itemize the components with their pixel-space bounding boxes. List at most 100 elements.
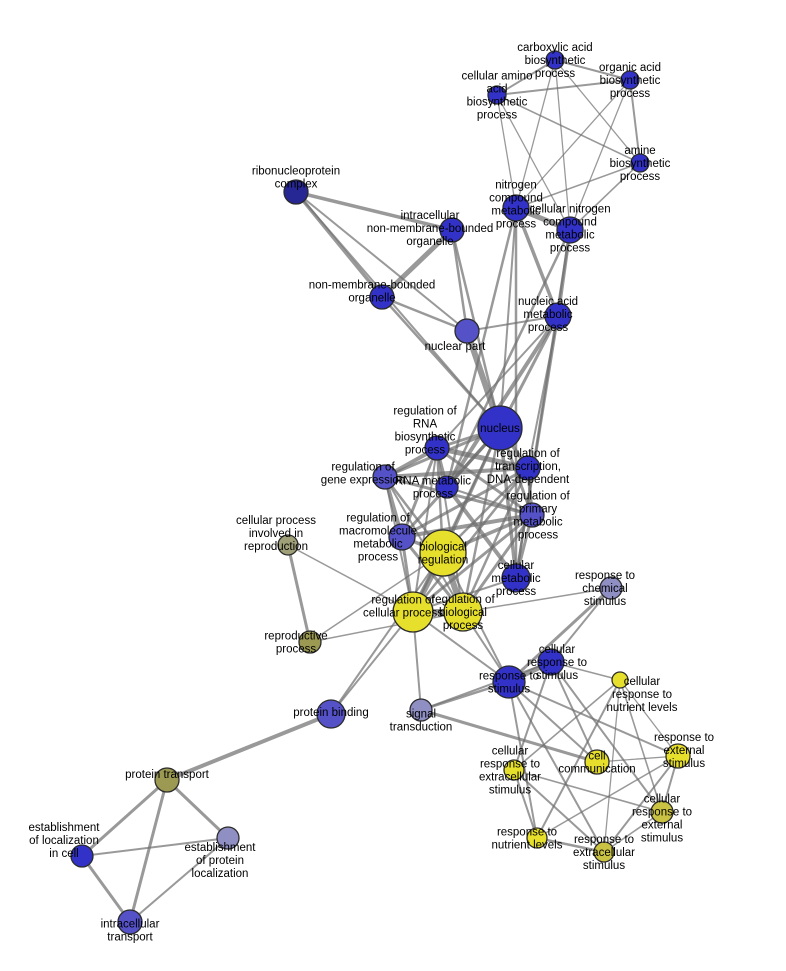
edge-cellular-amino-acid-biosynthetic-process--cellular-nitrogen-compound-metabolic-process[interactable] — [496, 94, 571, 231]
node-response-to-stimulus[interactable] — [492, 665, 526, 699]
node-signal-transduction[interactable] — [409, 698, 433, 722]
node-biological-regulation[interactable] — [419, 529, 467, 577]
node-establishment-of-protein-localization[interactable] — [216, 826, 240, 850]
node-establishment-of-localization-in-cell[interactable] — [70, 844, 94, 868]
edge-organic-acid-biosynthetic-process--cellular-nitrogen-compound-metabolic-process[interactable] — [569, 79, 631, 231]
edge-response-to-chemical-stimulus--response-to-stimulus[interactable] — [507, 586, 613, 684]
node-response-to-nutrient-levels[interactable] — [526, 827, 548, 849]
edge-non-membrane-bounded-organelle--nucleus[interactable] — [380, 295, 502, 430]
node-regulation-of-macromolecule-metabolic-process[interactable] — [388, 523, 416, 551]
node-ribonucleoprotein-complex[interactable] — [283, 179, 309, 205]
node-response-to-extracellular-stimulus[interactable] — [593, 841, 615, 863]
edge-response-to-external-stimulus--cell-communication[interactable] — [596, 755, 679, 763]
edge-regulation-of-cellular-process--protein-binding[interactable] — [330, 611, 414, 715]
edge-intracellular-non-membrane-bounded-organelle--nuclear-part[interactable] — [450, 228, 469, 333]
edge-carboxylic-acid-biosynthetic-process--nitrogen-compound-metabolic-process[interactable] — [515, 59, 556, 209]
edge-response-to-external-stimulus--response-to-extracellular-stimulus[interactable] — [603, 755, 679, 853]
edge-amine-biosynthetic-process--cellular-nitrogen-compound-metabolic-process[interactable] — [569, 162, 641, 231]
edge-carboxylic-acid-biosynthetic-process--cellular-amino-acid-biosynthetic-process[interactable] — [496, 59, 556, 96]
edge-nuclear-part--nucleic-acid-metabolic-process[interactable] — [466, 315, 559, 332]
node-intracellular-non-membrane-bounded-organelle[interactable] — [439, 217, 465, 243]
edge-cellular-response-to-stimulus--cellular-response-to-external-stimulus[interactable] — [550, 661, 663, 813]
node-cellular-response-to-extracellular-stimulus[interactable] — [503, 759, 525, 781]
edge-response-to-chemical-stimulus--cellular-response-to-stimulus[interactable] — [550, 587, 612, 663]
edge-response-to-stimulus--response-to-external-stimulus[interactable] — [508, 681, 679, 757]
edge-cellular-response-to-external-stimulus--response-to-extracellular-stimulus[interactable] — [603, 811, 663, 853]
node-response-to-external-stimulus[interactable] — [665, 743, 691, 769]
node-regulation-of-transcription-dna-dependent[interactable] — [515, 455, 541, 481]
edge-ribonucleoprotein-complex--intracellular-non-membrane-bounded-organelle[interactable] — [294, 190, 454, 232]
edge-protein-transport--establishment-of-localization-in-cell[interactable] — [80, 778, 169, 858]
node-cellular-process-involved-in-reproduction[interactable] — [277, 534, 299, 556]
node-protein-transport[interactable] — [154, 767, 180, 793]
edge-cellular-nitrogen-compound-metabolic-process--rna-metabolic-process[interactable] — [445, 228, 572, 489]
edge-nitrogen-compound-metabolic-process--nucleus[interactable] — [499, 207, 517, 429]
edge-regulation-of-biological-process--reproductive-process[interactable] — [309, 611, 464, 643]
edge-protein-binding--protein-transport[interactable] — [165, 712, 333, 782]
edge-carboxylic-acid-biosynthetic-process--organic-acid-biosynthetic-process[interactable] — [554, 59, 631, 81]
edge-cellular-process-involved-in-reproduction--reproductive-process[interactable] — [286, 543, 312, 644]
edge-cellular-response-to-nutrient-levels--response-to-nutrient-levels[interactable] — [536, 679, 621, 839]
node-cellular-amino-acid-biosynthetic-process[interactable] — [487, 85, 507, 105]
node-regulation-of-biological-process[interactable] — [443, 592, 483, 632]
edge-rna-metabolic-process--cellular-metabolic-process[interactable] — [445, 485, 518, 580]
node-nucleic-acid-metabolic-process[interactable] — [544, 302, 572, 330]
edge-nucleus--cellular-metabolic-process[interactable] — [498, 426, 518, 580]
node-regulation-of-cellular-process[interactable] — [392, 591, 434, 633]
node-intracellular-transport[interactable] — [117, 909, 143, 935]
edge-cellular-response-to-extracellular-stimulus--response-to-extracellular-stimulus[interactable] — [513, 769, 605, 853]
edge-response-to-stimulus--cell-communication[interactable] — [508, 681, 598, 763]
node-cellular-metabolic-process[interactable] — [501, 563, 531, 593]
node-amine-biosynthetic-process[interactable] — [630, 153, 650, 173]
node-protein-binding[interactable] — [316, 699, 346, 729]
node-rna-metabolic-process[interactable] — [435, 475, 459, 499]
edge-response-to-stimulus--response-to-nutrient-levels[interactable] — [508, 681, 538, 839]
edge-amine-biosynthetic-process--nitrogen-compound-metabolic-process[interactable] — [515, 162, 641, 209]
edge-cellular-amino-acid-biosynthetic-process--nitrogen-compound-metabolic-process[interactable] — [496, 94, 517, 209]
edge-cellular-response-to-nutrient-levels--cellular-response-to-extracellular-stimulus[interactable] — [513, 679, 621, 771]
node-cellular-response-to-external-stimulus[interactable] — [650, 800, 674, 824]
node-cellular-response-to-nutrient-levels[interactable] — [611, 671, 629, 689]
edge-cellular-response-to-extracellular-stimulus--cellular-response-to-external-stimulus[interactable] — [513, 769, 663, 813]
edge-organic-acid-biosynthetic-process--amine-biosynthetic-process[interactable] — [629, 79, 641, 164]
node-regulation-of-primary-metabolic-process[interactable] — [519, 502, 545, 528]
edge-carboxylic-acid-biosynthetic-process--amine-biosynthetic-process[interactable] — [554, 59, 641, 164]
edge-response-to-stimulus--response-to-extracellular-stimulus[interactable] — [508, 681, 605, 853]
edge-regulation-of-gene-expression--regulation-of-primary-metabolic-process[interactable] — [383, 475, 534, 517]
node-regulation-of-gene-expression[interactable] — [372, 464, 398, 490]
node-carboxylic-acid-biosynthetic-process[interactable] — [545, 50, 565, 70]
edge-cellular-response-to-stimulus--cell-communication[interactable] — [550, 661, 598, 763]
node-response-to-chemical-stimulus[interactable] — [599, 576, 623, 600]
edge-regulation-of-biological-process--response-to-chemical-stimulus[interactable] — [462, 587, 612, 613]
edge-regulation-of-transcription-dna-dependent--regulation-of-gene-expression[interactable] — [383, 466, 530, 479]
edge-non-membrane-bounded-organelle--nuclear-part[interactable] — [380, 295, 469, 333]
edge-cellular-response-to-nutrient-levels--response-to-extracellular-stimulus[interactable] — [603, 679, 621, 853]
edge-protein-transport--establishment-of-protein-localization[interactable] — [165, 778, 230, 840]
edge-carboxylic-acid-biosynthetic-process--cellular-nitrogen-compound-metabolic-process[interactable] — [554, 59, 571, 231]
edge-regulation-of-primary-metabolic-process--regulation-of-cellular-process[interactable] — [411, 513, 534, 614]
node-regulation-of-rna-biosynthetic-process[interactable] — [424, 435, 450, 461]
edge-cellular-response-to-stimulus--cellular-response-to-extracellular-stimulus[interactable] — [513, 661, 552, 771]
edge-organic-acid-biosynthetic-process--cellular-amino-acid-biosynthetic-process[interactable] — [496, 79, 631, 96]
node-cellular-nitrogen-compound-metabolic-process[interactable] — [556, 216, 584, 244]
edge-regulation-of-rna-biosynthetic-process--regulation-of-macromolecule-metabolic-process[interactable] — [400, 446, 439, 539]
node-reproductive-process[interactable] — [298, 630, 322, 654]
edge-ribonucleoprotein-complex--nuclear-part[interactable] — [295, 191, 468, 332]
node-nucleus[interactable] — [477, 405, 523, 451]
node-cellular-response-to-stimulus[interactable] — [537, 648, 565, 676]
edge-establishment-of-protein-localization--intracellular-transport[interactable] — [129, 837, 229, 923]
edge-cellular-response-to-extracellular-stimulus--response-to-nutrient-levels[interactable] — [513, 769, 538, 839]
edge-regulation-of-cellular-process--cellular-process-involved-in-reproduction[interactable] — [287, 544, 414, 613]
edge-cellular-response-to-nutrient-levels--cellular-response-to-external-stimulus[interactable] — [619, 679, 663, 813]
edge-cellular-amino-acid-biosynthetic-process--amine-biosynthetic-process[interactable] — [496, 94, 641, 164]
node-nuclear-part[interactable] — [454, 318, 480, 344]
edge-cellular-response-to-nutrient-levels--response-to-external-stimulus[interactable] — [619, 679, 679, 757]
edge-nucleic-acid-metabolic-process--cellular-metabolic-process[interactable] — [514, 314, 560, 580]
edge-response-to-nutrient-levels--response-to-extracellular-stimulus[interactable] — [535, 836, 606, 854]
edge-regulation-of-primary-metabolic-process--regulation-of-biological-process[interactable] — [461, 513, 534, 614]
edge-rna-metabolic-process--regulation-of-primary-metabolic-process[interactable] — [446, 486, 533, 516]
edge-cell-communication--signal-transduction[interactable] — [419, 708, 599, 764]
edge-establishment-of-localization-in-cell--intracellular-transport[interactable] — [80, 854, 132, 924]
node-cell-communication[interactable] — [584, 749, 610, 775]
